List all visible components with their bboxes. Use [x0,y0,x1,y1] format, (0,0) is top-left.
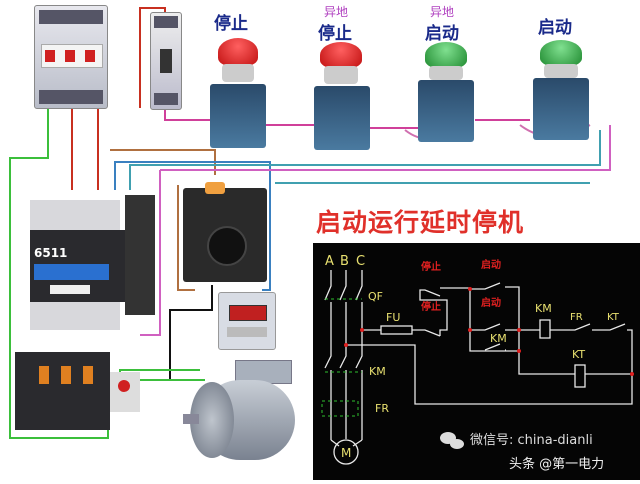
button-sublabel: 异地 [324,5,349,19]
button-cap [540,40,582,66]
ac-contactor: 6511 [30,190,155,330]
kt-coil-label: KT [572,348,585,361]
wire-brown [110,149,216,291]
button-label: 启动 [425,24,459,44]
km-aux-label: KM [490,332,507,345]
motor-symbol [333,439,359,465]
fu-label: FU [386,311,400,324]
phase-c-line [355,270,363,440]
electric-motor [183,360,310,475]
phase-a-label: A [325,254,334,269]
button-cap [218,38,258,66]
stop2-label: 停止 [421,300,441,313]
contactor-model: 6511 [34,246,68,260]
kt-contact-label: KT [607,312,620,323]
button-cap [425,42,467,68]
km-coil-symbol [539,319,551,339]
km-coil-label: KM [535,302,552,315]
button-label: 停止 [318,24,352,44]
stop1-label: 停止 [421,260,441,273]
start2-label: 启动 [481,296,501,309]
phase-a-line [324,270,332,440]
single-pole-breaker [150,12,182,110]
wire-pink-2 [140,125,611,336]
watermark-line1: 微信号: china-dianli [470,433,593,448]
qf-label: QF [368,290,383,303]
wire-blue [114,161,271,291]
start1-label: 启动 [481,258,501,271]
motor-label: M [341,446,351,460]
wire-green [9,100,109,439]
button-label: 启动 [538,18,572,38]
fr-contact-label: FR [570,312,583,323]
diagram-title: 启动运行延时停机 [316,208,525,237]
km-main-label: KM [369,365,386,378]
phase-b-line [339,270,347,439]
three-pole-breaker [34,5,108,109]
wire-teal [129,130,601,190]
phase-b-label: B [340,254,349,269]
button-sublabel: 异地 [430,5,455,19]
control-circuit-schematic: A B C QF FU KM FR M KM KM FR KT KT 停止 停止… [321,254,634,472]
schematic-panel: A B C QF FU KM FR M KM KM FR KT KT 停止 停止… [313,243,640,480]
button-cap [320,42,362,68]
digital-timer [218,292,276,350]
wire-pink [164,105,530,129]
fr-main-label: FR [375,402,389,415]
fuse-symbol [380,325,413,335]
kt-coil-symbol [574,364,586,388]
relay-socket [183,182,267,282]
wechat-icon [440,432,464,449]
thermal-overload-relay [15,352,140,430]
watermark-line2: 头条 @第一电力 [509,456,604,472]
button-label: 停止 [214,14,248,34]
phase-c-label: C [356,254,365,269]
